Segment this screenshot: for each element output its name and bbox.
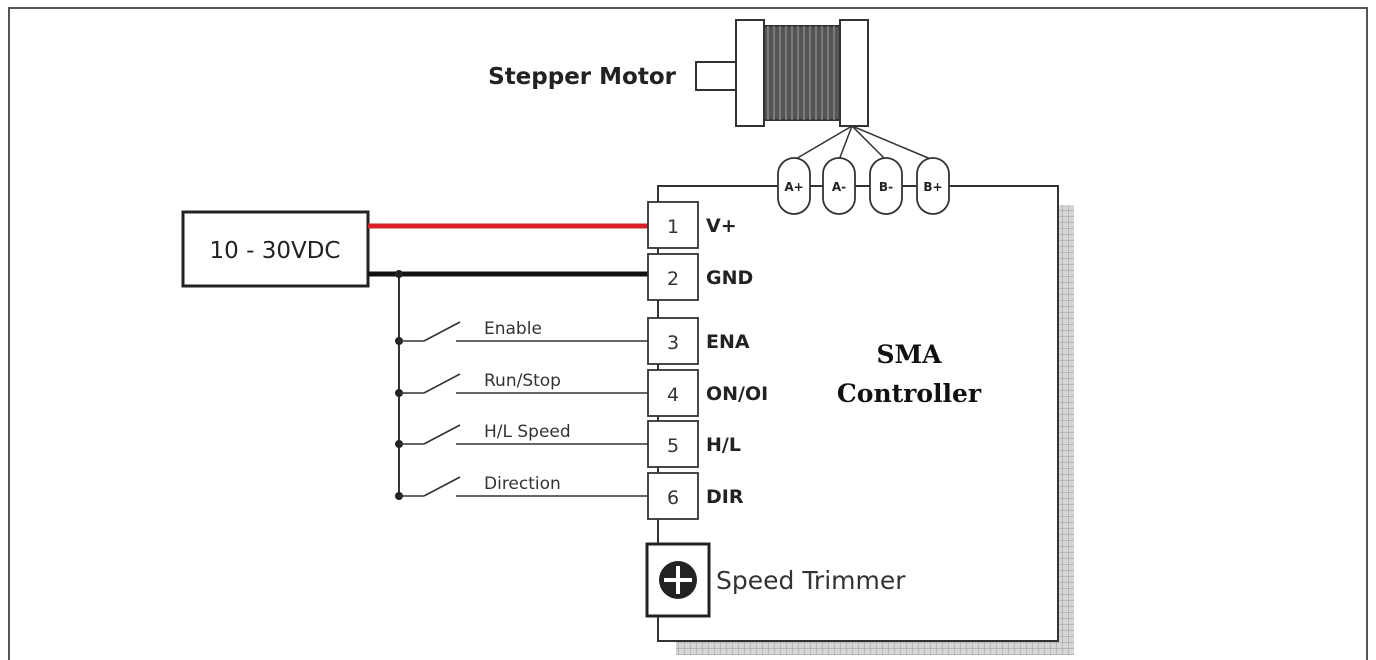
- svg-text:ENA: ENA: [706, 331, 750, 353]
- svg-text:B+: B+: [923, 180, 942, 194]
- svg-text:4: 4: [667, 384, 679, 406]
- switch-label-hl-speed: H/L Speed: [484, 422, 571, 442]
- motor-terminal-b-minus: B-: [869, 157, 903, 215]
- controller-title-line1: SMA: [876, 340, 942, 369]
- terminal-1: 1 V+: [647, 201, 737, 249]
- controller-body: [657, 185, 1059, 642]
- terminal-5: 5 H/L: [647, 420, 741, 468]
- outer-frame: [8, 7, 1368, 660]
- svg-text:ON/OI: ON/OI: [706, 383, 768, 405]
- svg-text:B-: B-: [879, 180, 893, 194]
- switch-run-stop: [399, 373, 648, 394]
- svg-text:V+: V+: [706, 215, 737, 237]
- svg-text:5: 5: [667, 435, 679, 457]
- speed-trimmer-icon: [645, 542, 711, 618]
- motor-terminal-a-plus: A+: [777, 157, 811, 215]
- speed-trimmer-label: Speed Trimmer: [716, 566, 906, 595]
- svg-text:2: 2: [667, 268, 679, 290]
- controller-title-line2: Controller: [837, 379, 982, 408]
- svg-text:DIR: DIR: [706, 486, 744, 508]
- terminal-6: 6 DIR: [647, 472, 744, 520]
- motor-terminal-b-plus: B+: [916, 157, 950, 215]
- motor-leads: [793, 125, 934, 161]
- terminal-3: 3 ENA: [647, 317, 750, 365]
- stepper-motor: [695, 19, 869, 127]
- svg-text:H/L: H/L: [706, 434, 741, 456]
- terminal-2: 2 GND: [647, 253, 753, 301]
- svg-text:A-: A-: [832, 180, 846, 194]
- switch-direction: [399, 476, 648, 497]
- motor-terminal-a-minus: A-: [822, 157, 856, 215]
- switch-label-run-stop: Run/Stop: [484, 371, 561, 391]
- power-supply-label: 10 - 30VDC: [210, 238, 341, 264]
- svg-text:GND: GND: [706, 267, 753, 289]
- terminal-4: 4 ON/OI: [647, 369, 768, 417]
- svg-text:6: 6: [667, 487, 679, 509]
- switch-enable: [399, 321, 648, 342]
- switch-hl-speed: [399, 424, 648, 445]
- svg-text:3: 3: [667, 332, 679, 354]
- switch-label-direction: Direction: [484, 474, 561, 494]
- power-supply-box: [181, 210, 370, 288]
- svg-text:A+: A+: [784, 180, 803, 194]
- switch-label-enable: Enable: [484, 319, 542, 339]
- svg-text:1: 1: [667, 216, 679, 238]
- motor-label: Stepper Motor: [488, 64, 677, 90]
